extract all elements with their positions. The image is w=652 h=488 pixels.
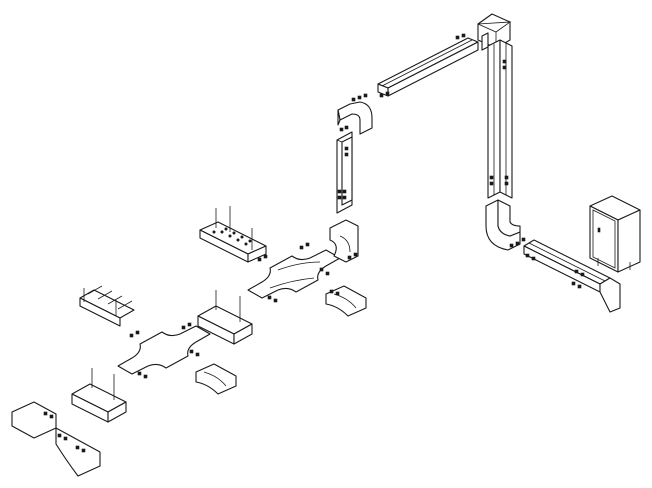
lower-cross-tee [117, 322, 211, 379]
covered-tray [197, 290, 253, 345]
ladder-tray [79, 285, 135, 327]
vertical-down-tray [487, 39, 513, 199]
elbow-corner-fitting [329, 219, 359, 263]
vertical-riser-tray [336, 131, 353, 214]
elbow-corner-fitting [337, 93, 373, 135]
upper-cross-tee [247, 242, 341, 303]
reducer-fitting [195, 363, 237, 395]
covered-tray [71, 368, 127, 423]
perforated-tray [199, 206, 267, 263]
elbow-corner-fitting [477, 13, 512, 51]
end-elbow-fitting [11, 401, 101, 477]
lower-elbow-fitting [485, 199, 526, 251]
reducer-fitting [325, 285, 367, 317]
upper-horizontal-tray [377, 33, 479, 98]
electrical-cabinet [589, 195, 641, 273]
horizontal-tray-to-cabinet [523, 239, 621, 313]
